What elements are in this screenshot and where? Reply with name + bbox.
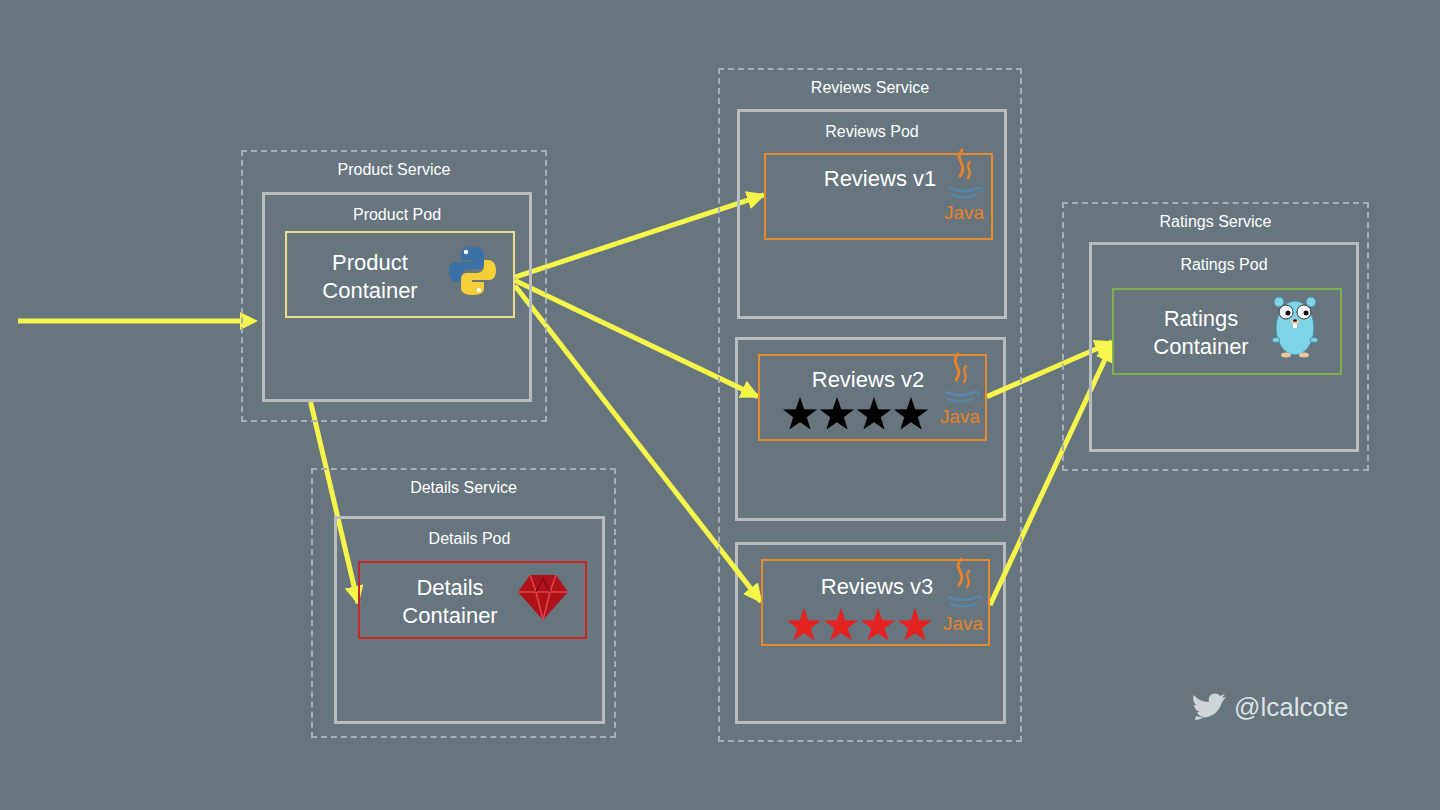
java-wordmark: Java [940, 406, 980, 428]
group-heading: Details Pod [341, 529, 598, 549]
java-logo [950, 150, 983, 198]
container-label: Details Container [376, 574, 524, 630]
container-label: Reviews v1 [780, 165, 980, 193]
pod-box: Ratings PodRatings Container [1089, 242, 1359, 452]
group-heading: Product Pod [269, 205, 525, 225]
pod-box [737, 544, 1005, 723]
java-wordmark: Java [943, 613, 983, 635]
container-label: Ratings Container [1126, 305, 1276, 361]
container-box: Product Container [285, 231, 515, 318]
container-box: Reviews v1 [764, 153, 993, 240]
ruby-logo [518, 575, 568, 620]
java-logo [949, 559, 982, 607]
group-heading: Reviews Pod [744, 122, 1000, 142]
service-group: Reviews ServiceReviews PodReviews v1 Revi… [718, 68, 1022, 742]
group-heading: Ratings Pod [1096, 255, 1352, 275]
service-group: Ratings ServiceRatings PodRatings Contai… [1062, 202, 1369, 471]
star-rating [783, 397, 928, 430]
java-wordmark: Java [944, 202, 984, 224]
request-arrow [515, 195, 764, 277]
container-box: Ratings Container [1112, 288, 1342, 375]
group-heading: Details Service [317, 478, 610, 498]
request-arrow [515, 281, 758, 397]
container-label: Reviews v3 [777, 573, 977, 601]
request-arrow [515, 286, 761, 602]
pod-box [737, 339, 1005, 520]
pod-box: Product PodProduct Container [262, 192, 532, 402]
entry-arrow [18, 319, 242, 324]
pod-box: Details PodDetails Container [334, 516, 605, 724]
container-label: Product Container [297, 249, 443, 305]
service-group: Details ServiceDetails PodDetails Contai… [311, 468, 616, 738]
container-box: Reviews v2 [758, 354, 987, 441]
container-label: Reviews v2 [768, 366, 968, 394]
group-heading: Reviews Service [724, 78, 1016, 98]
container-box: Details Container [358, 561, 587, 639]
service-group: Product ServiceProduct PodProduct Contai… [241, 150, 547, 422]
twitter-handle: @lcalcote [1234, 692, 1349, 723]
python-logo [449, 247, 496, 295]
request-arrow [990, 345, 1112, 606]
twitter-bird [1193, 694, 1226, 720]
group-heading: Ratings Service [1068, 212, 1363, 232]
go-gopher [1272, 297, 1318, 358]
star-rating [787, 608, 932, 641]
java-logo [946, 354, 979, 402]
group-heading: Product Service [247, 160, 541, 180]
